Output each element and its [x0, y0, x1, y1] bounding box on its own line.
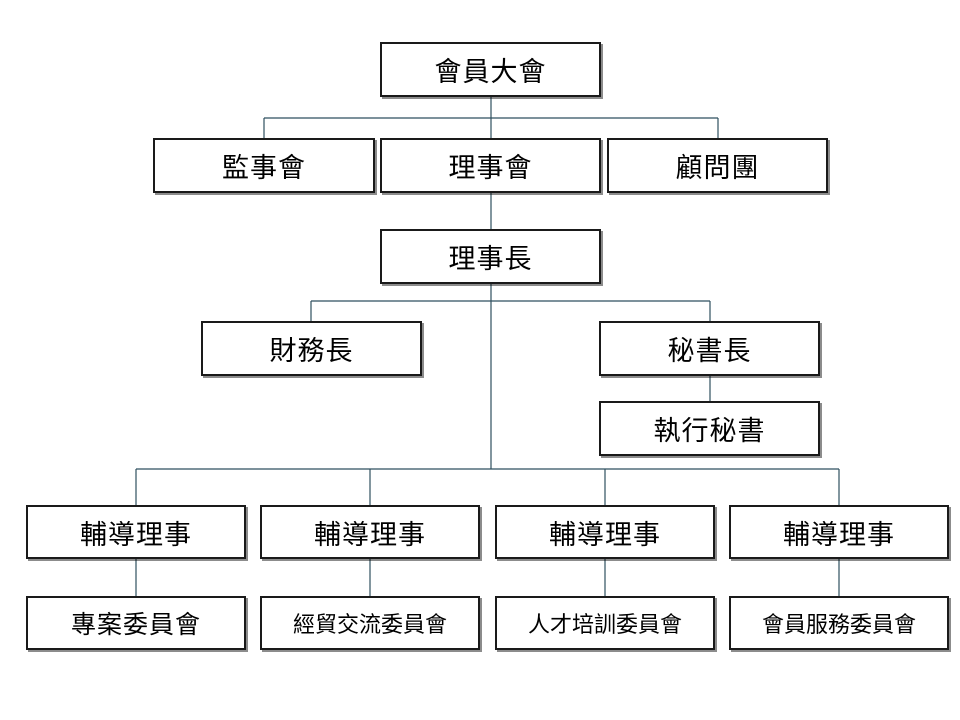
node-committee-label: 人才培訓委員會 — [527, 613, 682, 638]
node-executive-secretary: 執行秘書 — [599, 401, 820, 456]
node-committee-talent-training: 人才培訓委員會 — [495, 596, 715, 650]
node-treasurer: 財務長 — [201, 321, 422, 376]
node-committee-project: 專案委員會 — [26, 596, 246, 650]
node-guidance-director-2: 輔導理事 — [260, 505, 480, 559]
node-board-of-directors: 理事會 — [380, 138, 601, 193]
node-secretary-general-label: 秘書長 — [667, 336, 752, 367]
node-secretary-general: 秘書長 — [599, 321, 820, 376]
node-chairman: 理事長 — [380, 229, 601, 284]
node-supervisory-board-label: 監事會 — [222, 153, 306, 184]
node-guidance-director-label: 輔導理事 — [783, 519, 895, 551]
node-advisory-group: 顧問團 — [607, 138, 828, 193]
node-chairman-label: 理事長 — [448, 244, 533, 275]
node-guidance-director-label: 輔導理事 — [80, 519, 192, 551]
node-executive-secretary-label: 執行秘書 — [653, 416, 766, 447]
node-guidance-director-3: 輔導理事 — [495, 505, 715, 559]
node-guidance-director-label: 輔導理事 — [549, 519, 661, 551]
node-general-assembly: 會員大會 — [380, 42, 601, 97]
node-general-assembly-label: 會員大會 — [434, 57, 547, 88]
node-guidance-director-label: 輔導理事 — [314, 519, 426, 551]
node-supervisory-board: 監事會 — [153, 138, 375, 193]
node-board-of-directors-label: 理事會 — [448, 153, 533, 184]
node-treasurer-label: 財務長 — [269, 336, 354, 367]
node-committee-label: 經貿交流委員會 — [292, 613, 447, 638]
node-advisory-group-label: 顧問團 — [675, 153, 760, 184]
node-guidance-director-4: 輔導理事 — [729, 505, 949, 559]
node-committee-member-services: 會員服務委員會 — [729, 596, 949, 650]
node-committee-label: 會員服務委員會 — [761, 613, 916, 638]
node-guidance-director-1: 輔導理事 — [26, 505, 246, 559]
node-committee-trade-exchange: 經貿交流委員會 — [260, 596, 480, 650]
connector-lines — [135, 97, 840, 596]
node-committee-label: 專案委員會 — [70, 610, 201, 639]
